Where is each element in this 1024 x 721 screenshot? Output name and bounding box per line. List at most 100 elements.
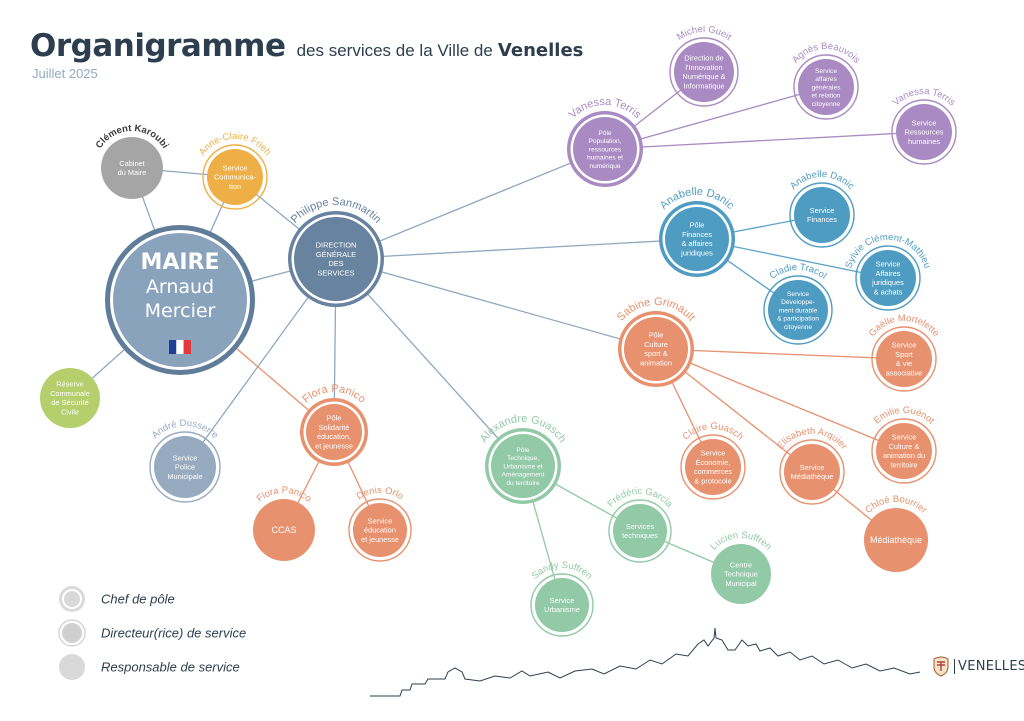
node-label-line: humaines: [908, 137, 940, 146]
node-circle: [573, 117, 637, 181]
node-circle: [624, 317, 688, 381]
node-circle: [154, 436, 216, 498]
skyline-illustration: [370, 627, 921, 697]
legend-item-resp: Responsable de service: [59, 654, 240, 680]
node-label-line: & protocole: [694, 476, 731, 485]
node-outer-ring: [855, 245, 921, 311]
person-name: Michel Gueit: [675, 24, 734, 43]
node-label-line: Pôle: [649, 331, 664, 340]
title-city: Venelles: [497, 40, 584, 61]
node-label-line: tion: [229, 182, 241, 191]
node-label-line: et jeunesse: [361, 535, 399, 544]
node-label-line: Ressources: [904, 128, 943, 137]
node-circle: [768, 280, 828, 340]
node-label-line: & achats: [874, 287, 903, 296]
node-label-line: Pôle: [516, 447, 530, 454]
node-label-line: Service: [173, 453, 198, 462]
node-label-line: générales: [812, 84, 842, 91]
node-label-line: Centre: [730, 560, 752, 569]
node-label-line: Service: [368, 516, 393, 525]
node-label-line: Sport: [895, 350, 913, 359]
node-label-line: de Sécurité: [51, 398, 88, 407]
node-label-line: Service: [550, 596, 575, 605]
node-label-line: Finances: [807, 215, 837, 224]
node-label-line: Service: [892, 433, 917, 442]
edge-dgs-pole_pop: [335, 148, 606, 260]
node-circle: [665, 207, 729, 271]
node-label-line: Développe-: [781, 299, 815, 306]
node-label-line: ment durable: [779, 307, 818, 314]
node-circle: [253, 499, 315, 561]
node-outer-ring: [871, 326, 937, 392]
node-circle: [798, 59, 854, 115]
node-label-line: associative: [886, 368, 923, 377]
node-circle: [860, 250, 916, 306]
node-circle: [294, 217, 378, 301]
node-label-line: Communica-: [214, 173, 256, 182]
legend-label: Chef de pôle: [101, 592, 175, 607]
node-label-line: citoyenne: [812, 101, 841, 108]
node-outer-ring: [348, 498, 412, 562]
node-label-line: Police: [175, 463, 195, 472]
node-label-line: Médiathèque: [870, 535, 922, 545]
node-label-line: Affaires: [876, 269, 901, 278]
edge-pole_culture-sport: [655, 348, 905, 360]
node-label-line: Service: [815, 68, 837, 75]
node-label-line: Pôle: [327, 414, 342, 423]
node-label-line: Aménagement: [502, 472, 545, 479]
node-label-line: Services: [626, 522, 655, 531]
node-label-line: Service: [892, 341, 917, 350]
city-logo: VENELLES: [932, 655, 1024, 677]
node-label-line: Culture &: [889, 442, 920, 451]
node-label-line: du territoire: [506, 480, 540, 487]
node-label-line: DIRECTION: [316, 241, 357, 250]
node-label-line: Pôle: [598, 130, 612, 137]
node-label-line: Service: [800, 463, 825, 472]
node-circle: [685, 439, 741, 495]
crest-icon: [933, 656, 949, 677]
nodes: MAIREArnaudMercierDIRECTIONGÉNÉRALEDESSE…: [40, 24, 957, 637]
logo-text: VENELLES: [954, 658, 1024, 674]
node-label-line: du Maire: [118, 168, 147, 177]
node-label-line: Service: [810, 206, 835, 215]
node-circle: [896, 104, 952, 160]
node-label-line: SERVICES: [317, 268, 354, 277]
edge-dgs-pole_culture: [335, 258, 657, 350]
person-name: Denis Orlo: [355, 485, 405, 502]
node-label-line: MAIRE: [140, 250, 219, 275]
node-label-line: Numérique &: [682, 72, 725, 81]
node-outer-ring: [789, 182, 855, 248]
node-label-line: Municipal: [725, 579, 757, 588]
node-outer-ring: [202, 144, 268, 210]
title-subtext: des services de la Ville de: [296, 41, 493, 60]
node-label-line: Population,: [589, 138, 622, 145]
node-label-line: Urbanisme: [544, 605, 580, 614]
node-label-line: sport &: [644, 349, 667, 358]
node-outer-ring: [680, 434, 746, 500]
node-label-line: Technique,: [507, 455, 539, 462]
node-label-line: Municipale: [167, 472, 202, 481]
node-outer-ring: [891, 99, 957, 165]
node-circle: [113, 233, 247, 367]
node-label-line: DES: [328, 259, 343, 268]
node-outer-ring: [149, 431, 221, 503]
node-label-line: Service: [787, 291, 809, 298]
node-circle: [491, 434, 555, 498]
node-label-line: Technique: [724, 570, 758, 579]
node-circle: [784, 444, 840, 500]
node-circle: [207, 149, 263, 205]
